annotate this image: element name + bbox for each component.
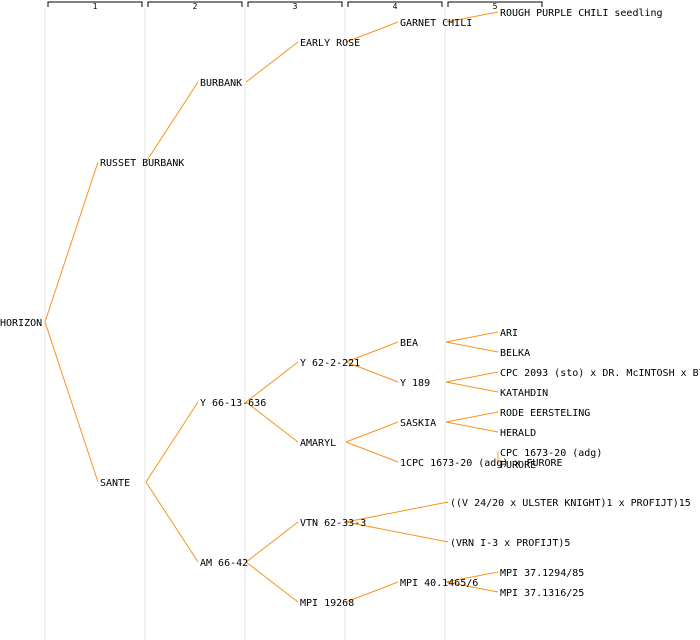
node-mpi-37-1294-85: MPI 37.1294/85: [500, 568, 584, 579]
edge-sante-to-y-66-13-636: [145, 401, 199, 483]
node-katahdin: KATAHDIN: [500, 388, 548, 399]
edge-saskia-to-herald: [445, 421, 499, 433]
edge-burbank-to-early-rose: [245, 41, 299, 83]
generation-bracket-1: [47, 1, 143, 7]
pedigree-labels: HORIZON RUSSET BURBANK SANTE BURBANK EARLY R…: [0, 8, 700, 609]
edge-sante-to-am-66-42: [145, 481, 199, 563]
edge-am-66-42-to-mpi-19268: [245, 561, 299, 603]
edge-mpi-40-1465-6-to-mpi-37-1294-85: [445, 571, 499, 583]
edge-y-66-13-636-to-y-62-2-221: [245, 361, 299, 403]
pedigree-edges: [44, 11, 499, 603]
node-cpc-2093: CPC 2093 (sto) x DR. McINTOSH x B7: [500, 368, 700, 379]
generation-bracket-4: [347, 1, 443, 7]
edge-mpi-40-1465-6-to-mpi-37-1316-25: [445, 581, 499, 593]
node-vrn-i-3-cross: (VRN I-3 x PROFIJT)5: [450, 538, 570, 549]
edge-bea-to-ari: [445, 331, 499, 343]
generation-bracket-5: [447, 1, 543, 7]
edge-y-189-to-katahdin: [445, 381, 499, 393]
node-1cpc-1673-20: 1CPC 1673-20 (adg) x FURORE: [400, 458, 563, 469]
edge-horizon-to-sante: [44, 321, 99, 483]
node-cpc-1673-20: CPC 1673-20 (adg): [500, 448, 602, 459]
edge-amaryl-to-saskia: [345, 421, 399, 443]
edge-am-66-42-to-vtn-62-33-3: [245, 521, 299, 563]
generation-bracket-2: [147, 1, 243, 7]
node-am-66-42: AM 66-42: [200, 558, 248, 569]
edge-garnet-chili-to-rough-purple-chili-seedling: [445, 11, 499, 23]
generation-gridlines: [44, 8, 446, 640]
generation-number-1: 1: [93, 2, 98, 11]
edge-horizon-to-russet-burbank: [44, 161, 99, 323]
node-mpi-40-1465-6: MPI 40.1465/6: [400, 578, 478, 589]
node-mpi-19268[interactable]: MPI 19268: [300, 598, 354, 609]
node-amaryl: AMARYL: [300, 438, 336, 449]
node-garnet-chili: GARNET CHILI: [400, 18, 472, 29]
node-rough-purple-chili-seedling: ROUGH PURPLE CHILI seedling: [500, 8, 663, 19]
node-burbank: BURBANK: [200, 78, 242, 89]
node-herald: HERALD: [500, 428, 536, 439]
node-belka: BELKA: [500, 348, 530, 359]
edge-russet-burbank-to-burbank: [145, 81, 199, 163]
node-saskia: SASKIA: [400, 418, 436, 429]
edge-vtn-62-33-3-to-v-24-20-cross: [345, 501, 449, 523]
edge-vtn-62-33-3-to-vrn-i-3-cross: [345, 521, 449, 543]
node-furore: FURORE: [500, 460, 536, 471]
node-bea: BEA: [400, 338, 418, 349]
node-vtn-62-33-3: VTN 62-33-3: [300, 518, 366, 529]
node-y-189: Y 189: [400, 378, 430, 389]
generation-header: 1 2 3 4 5: [47, 1, 543, 11]
edge-y-66-13-636-to-amaryl: [245, 401, 299, 443]
node-v-24-20-cross: ((V 24/20 x ULSTER KNIGHT)1 x PROFIJT)15: [450, 498, 691, 509]
node-mpi-37-1316-25: MPI 37.1316/25: [500, 588, 584, 599]
node-ari: ARI: [500, 328, 518, 339]
edge-saskia-to-rode-eersteling: [445, 411, 499, 423]
edge-amaryl-to-1cpc-1673-20: [345, 441, 399, 463]
node-y-62-2-221: Y 62-2-221: [300, 358, 360, 369]
generation-bracket-3: [247, 1, 343, 7]
generation-number-4: 4: [393, 2, 398, 11]
node-rode-eersteling: RODE EERSTELING: [500, 408, 590, 419]
generation-number-5: 5: [493, 2, 498, 11]
edge-bea-to-belka: [445, 341, 499, 353]
node-y-66-13-636: Y 66-13-636: [200, 398, 266, 409]
generation-number-2: 2: [193, 2, 198, 11]
node-horizon: HORIZON: [0, 318, 42, 329]
edge-y-189-to-cpc-2093: [445, 371, 499, 383]
edge-y-62-2-221-to-y-189: [345, 361, 399, 383]
edge-y-62-2-221-to-bea: [345, 341, 399, 363]
node-early-rose: EARLY ROSE: [300, 38, 360, 49]
generation-number-3: 3: [293, 2, 298, 11]
edge-early-rose-to-garnet-chili: [345, 21, 399, 43]
node-russet-burbank: RUSSET BURBANK: [100, 158, 184, 169]
node-sante: SANTE: [100, 478, 130, 489]
edge-mpi-19268-to-mpi-40-1465-6: [345, 581, 399, 603]
